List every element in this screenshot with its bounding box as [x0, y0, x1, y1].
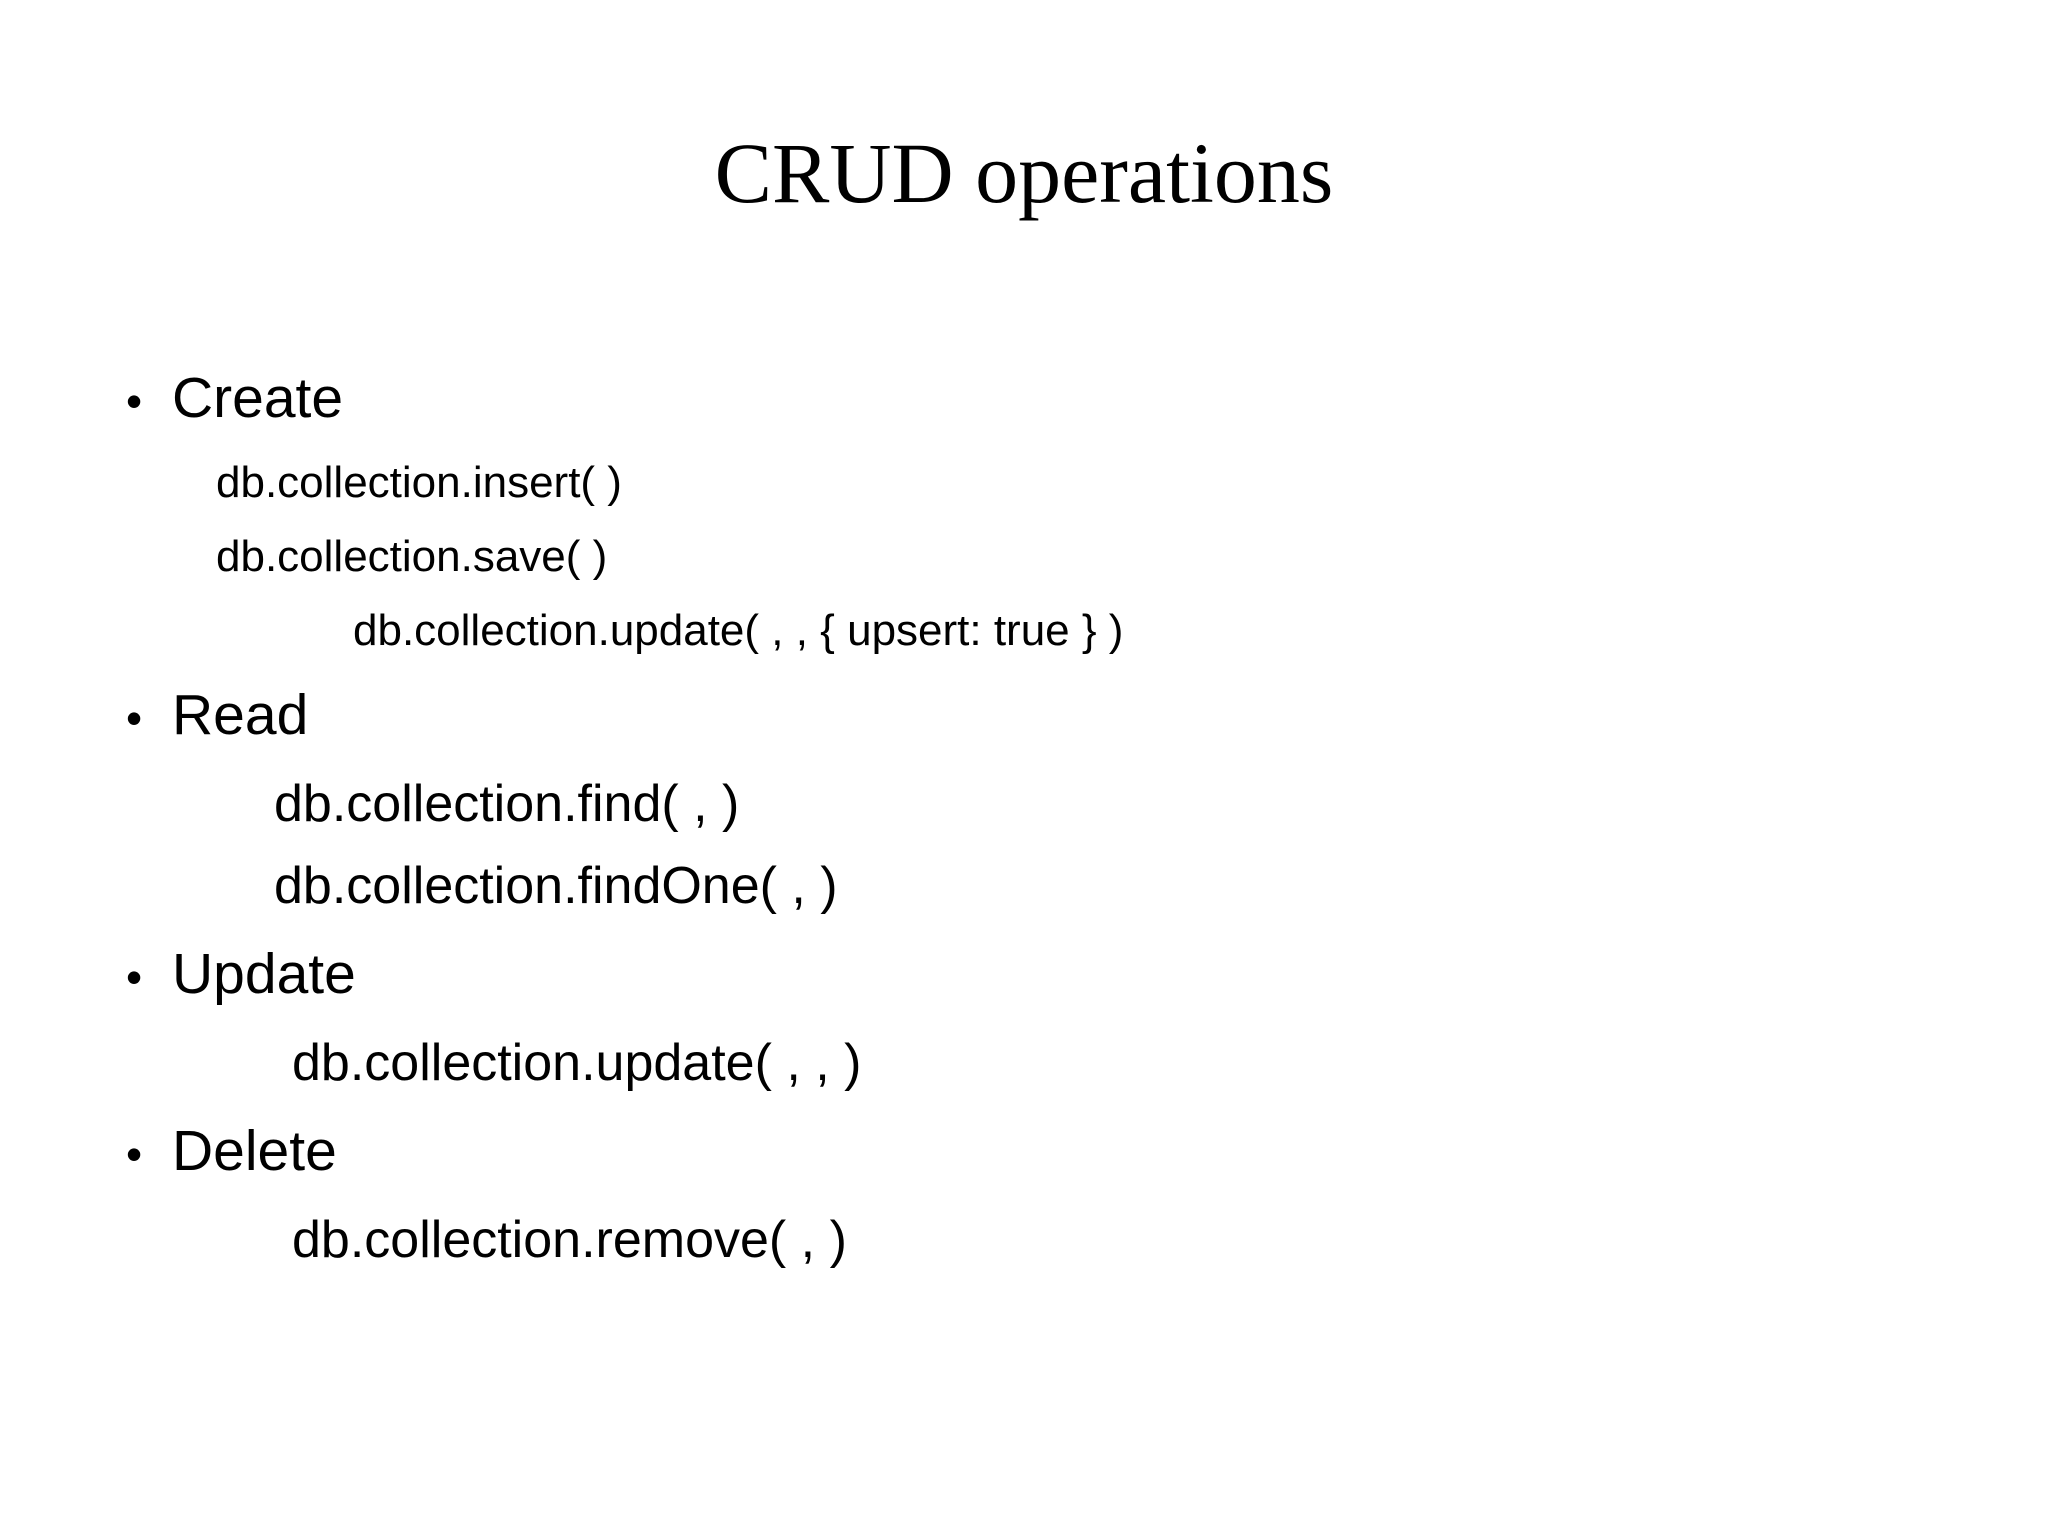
bullet-icon: • — [126, 951, 143, 1003]
code-line-remove: db.collection.remove( , ) — [292, 1211, 847, 1269]
code-line-insert: db.collection.insert( ) — [216, 458, 622, 507]
code-line-update-upsert: db.collection.update( , , { upsert: true… — [353, 606, 1124, 655]
code-line-save: db.collection.save( ) — [216, 532, 608, 581]
bullet-item-label: Read — [172, 683, 309, 747]
page-title: CRUD operations — [714, 125, 1334, 221]
bullet-item-label: Delete — [172, 1119, 337, 1183]
bullet-icon: • — [126, 1128, 143, 1180]
bullet-icon: • — [126, 375, 143, 427]
bullet-item-label: Update — [172, 942, 356, 1006]
bullet-item-create: •Create — [126, 370, 2048, 427]
slide-body: •Create db.collection.insert( ) db.colle… — [0, 370, 2048, 1269]
bullet-icon: • — [126, 692, 143, 744]
bullet-item-update: •Update — [126, 946, 2048, 1003]
bullet-item-read: •Read — [126, 687, 2048, 744]
code-line-update: db.collection.update( , , ) — [292, 1034, 862, 1092]
bullet-item-delete: •Delete — [126, 1123, 2048, 1180]
code-line-find: db.collection.find( , ) — [274, 775, 740, 833]
bullet-item-label: Create — [172, 366, 344, 430]
code-line-findone: db.collection.findOne( , ) — [274, 857, 838, 915]
